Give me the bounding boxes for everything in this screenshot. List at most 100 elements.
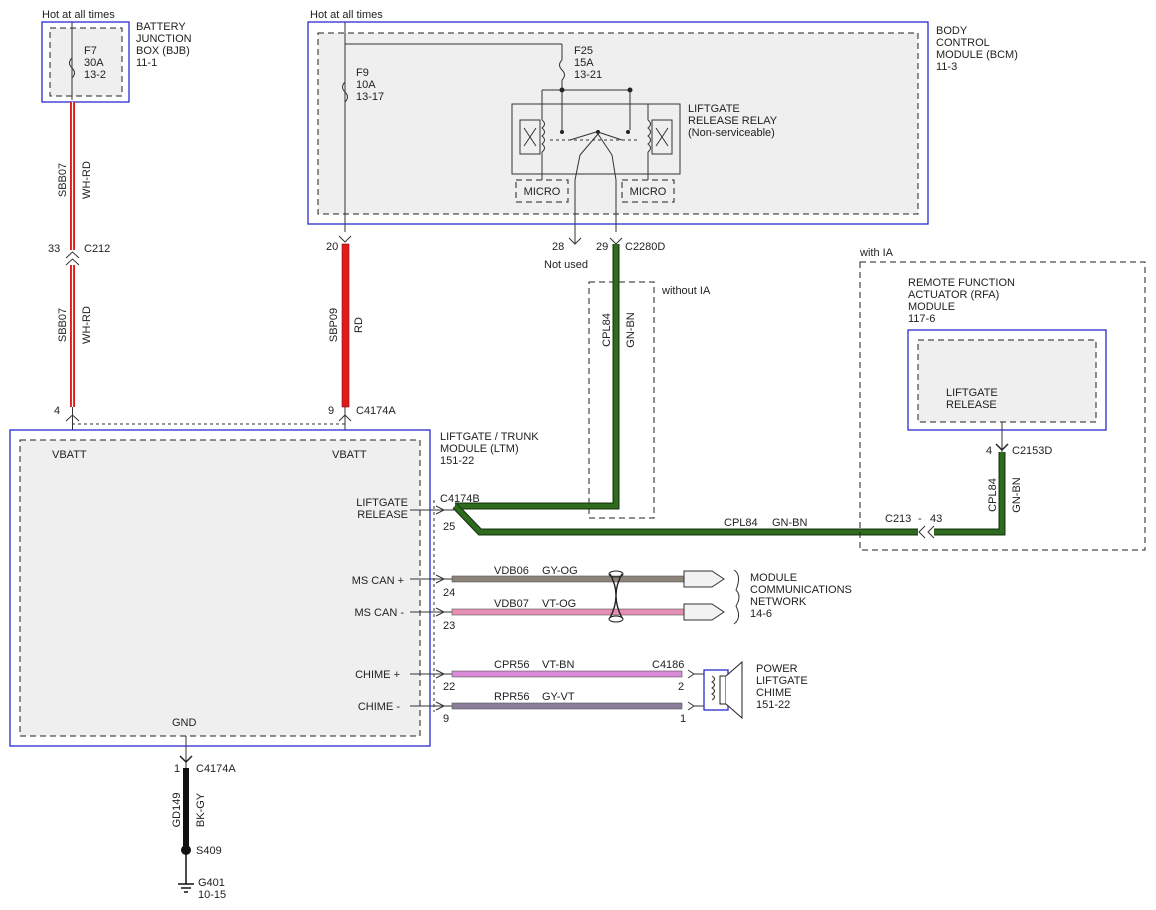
wire-sbp09-circuit: SBP09 bbox=[328, 308, 340, 342]
ltm-vbatt-right: VBATT bbox=[332, 449, 367, 461]
ground-g401-ref: 10-15 bbox=[198, 889, 226, 901]
fuse-f9-ref: 13-17 bbox=[356, 91, 384, 103]
relay-title-1: LIFTGATE bbox=[688, 103, 740, 115]
chime-title-2: LIFTGATE bbox=[756, 675, 808, 687]
mcn-arrow-minus-icon bbox=[683, 603, 725, 621]
ltm-title-3: 151-22 bbox=[440, 455, 474, 467]
c4174a-gnd-arrow-icon bbox=[179, 755, 193, 764]
c2153d-name: C2153D bbox=[1012, 445, 1052, 457]
c2280d-pin29: 29 bbox=[596, 241, 608, 253]
bjb-power-label: Hot at all times bbox=[42, 9, 115, 21]
c2153d-pin: 4 bbox=[986, 445, 992, 457]
mcn-title-3: NETWORK bbox=[750, 596, 807, 608]
chime-title-3: CHIME bbox=[756, 687, 791, 699]
wire-cpl84-horizontal-color: GN-BN bbox=[772, 517, 808, 529]
c2280d-pin29-arrow bbox=[609, 237, 623, 245]
chime-title-4: 151-22 bbox=[756, 699, 790, 711]
bjb-title-4: 11-1 bbox=[136, 57, 157, 69]
bcm-title-1: BODY bbox=[936, 25, 968, 37]
bcm-title-4: 11-3 bbox=[936, 61, 957, 73]
fuse-f7-rating: 30A bbox=[84, 57, 104, 69]
liftgate-release-relay bbox=[511, 87, 681, 232]
relay-title-2: RELEASE RELAY bbox=[688, 115, 778, 127]
ltm-inner bbox=[19, 439, 421, 737]
wire-cpr56-color: VT-BN bbox=[542, 659, 574, 671]
fuse-f7-icon bbox=[69, 57, 75, 79]
c4186-pin1-arrow bbox=[687, 701, 695, 711]
ground-g401: G401 bbox=[198, 877, 225, 889]
c212-name: C212 bbox=[84, 243, 110, 255]
c4174a-name-top: C4174A bbox=[356, 405, 396, 417]
relay-title-3: (Non-serviceable) bbox=[688, 127, 775, 139]
wire-cpl84-rfa-color: GN-BN bbox=[1011, 477, 1023, 513]
c2153d-arrow-icon bbox=[995, 443, 1009, 452]
wire-cpr56 bbox=[451, 670, 683, 678]
wire-vdb07-color: VT-OG bbox=[542, 598, 576, 610]
c2280d-pin28: 28 bbox=[552, 241, 564, 253]
c2280d-name: C2280D bbox=[625, 241, 665, 253]
fuse-f9-name: F9 bbox=[356, 67, 369, 79]
ltm-ms-can-plus: MS CAN + bbox=[352, 575, 404, 587]
without-ia-label: without IA bbox=[661, 285, 711, 297]
pin-9: 9 bbox=[443, 713, 449, 725]
mcn-arrow-plus-icon bbox=[683, 570, 725, 588]
wire-rpr56 bbox=[451, 702, 683, 710]
with-ia-box bbox=[859, 261, 1146, 551]
c213-name: C213 bbox=[885, 513, 911, 525]
wire-sbb07-lower-circuit: SBB07 bbox=[57, 308, 69, 342]
ltm-chime-plus: CHIME + bbox=[355, 669, 400, 681]
rfa-liftgate-release-1: LIFTGATE bbox=[946, 387, 998, 399]
wire-sbp09-color: RD bbox=[353, 317, 365, 333]
fuse-f25-ref: 13-21 bbox=[574, 69, 602, 81]
bcm-box bbox=[307, 21, 929, 225]
ltm-vbatt-left: VBATT bbox=[52, 449, 87, 461]
rfa-module-box bbox=[907, 329, 1107, 431]
bjb-title-2: JUNCTION bbox=[136, 33, 192, 45]
c213-icon bbox=[918, 525, 926, 539]
without-ia-box bbox=[588, 281, 655, 519]
bcm-title-2: CONTROL bbox=[936, 37, 990, 49]
wire-vdb06-color: GY-OG bbox=[542, 565, 578, 577]
rfa-title-4: 117-6 bbox=[908, 313, 935, 325]
wire-sbb07-lower-color: WH-RD bbox=[81, 306, 93, 344]
ltm-ms-can-minus: MS CAN - bbox=[355, 607, 405, 619]
wire-gd149-color: BK-GY bbox=[195, 792, 207, 827]
c4186-pin2: 2 bbox=[678, 681, 684, 693]
mcn-title-1: MODULE bbox=[750, 572, 797, 584]
c2280d-not-used: Not used bbox=[544, 259, 588, 271]
mcn-title-4: 14-6 bbox=[750, 608, 772, 620]
c212-pin: 33 bbox=[48, 243, 60, 255]
chime-speaker-icon bbox=[694, 660, 743, 720]
c4174a-gnd-pin: 1 bbox=[174, 763, 180, 775]
wire-sbb07-upper-color: WH-RD bbox=[81, 161, 93, 199]
fuse-f25-icon bbox=[559, 59, 565, 81]
fuse-f25-name: F25 bbox=[574, 45, 593, 57]
bcm-power-label: Hot at all times bbox=[310, 9, 383, 21]
wire-cpl84-vertical-color: GN-BN bbox=[625, 312, 637, 348]
ltm-title-2: MODULE (LTM) bbox=[440, 443, 519, 455]
pin-24: 24 bbox=[443, 587, 455, 599]
c4186-name: C4186 bbox=[652, 659, 684, 671]
twisted-pair-icon bbox=[608, 570, 624, 623]
c213-sep: - bbox=[918, 513, 922, 525]
fuse-f9-icon bbox=[342, 81, 348, 103]
ltm-box bbox=[9, 429, 431, 747]
rfa-inner bbox=[917, 339, 1097, 423]
bjb-title-1: BATTERY bbox=[136, 21, 186, 33]
rfa-title-3: MODULE bbox=[908, 301, 955, 313]
mcn-title-2: COMMUNICATIONS bbox=[750, 584, 852, 596]
fuse-f25-rating: 15A bbox=[574, 57, 594, 69]
bjb-box bbox=[41, 21, 130, 103]
bcm-inner bbox=[317, 32, 919, 215]
wire-cpl84-vertical bbox=[455, 244, 620, 510]
rfa-liftgate-release-2: RELEASE bbox=[946, 399, 997, 411]
ltm-chime-minus: CHIME - bbox=[358, 701, 401, 713]
rfa-title-1: REMOTE FUNCTION bbox=[908, 277, 1015, 289]
c4186-pin2-arrow bbox=[687, 669, 695, 679]
c4174b-pin: 25 bbox=[443, 521, 455, 533]
wire-cpl84-horizontal-circuit: CPL84 bbox=[724, 517, 758, 529]
ground-symbol-icon bbox=[178, 883, 194, 893]
rfa-title-2: ACTUATOR (RFA) bbox=[908, 289, 999, 301]
bjb-title-3: BOX (BJB) bbox=[136, 45, 190, 57]
